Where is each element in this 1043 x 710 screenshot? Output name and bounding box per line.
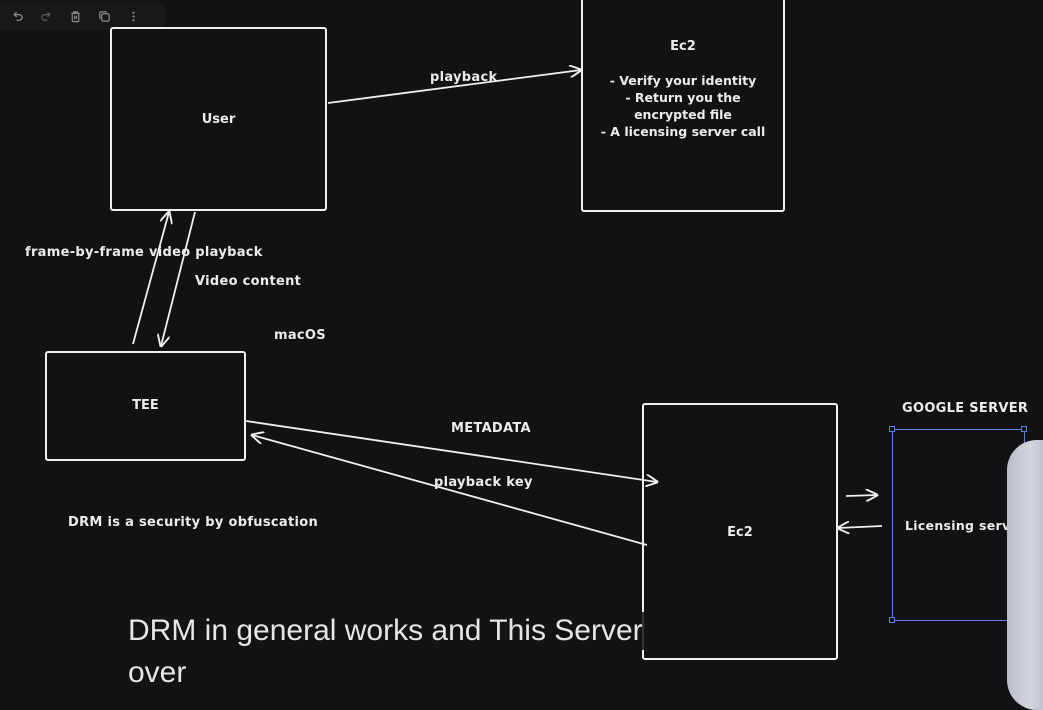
selection-handle[interactable] — [889, 426, 895, 432]
ec2-top-node[interactable]: Ec2 - Verify your identity - Return you … — [581, 0, 785, 212]
caption-line-2: over — [120, 654, 195, 692]
video-content-label: Video content — [195, 274, 302, 289]
google-server-label: GOOGLE SERVER — [902, 401, 1029, 416]
webcam-overlay — [1007, 440, 1043, 710]
licensing-server-label: Licensing serve — [905, 518, 1020, 533]
ec2-top-title: Ec2 — [670, 39, 696, 54]
selection-handle[interactable] — [889, 617, 895, 623]
arrow-tee-to-user[interactable] — [132, 212, 169, 345]
drm-note-label: DRM is a security by obfuscation — [68, 515, 319, 530]
ec2-top-line: - Return you the encrypted file — [625, 90, 741, 122]
playback-label: playback — [430, 70, 498, 85]
duplicate-icon[interactable] — [95, 7, 114, 26]
arrow-licensing-to-ec2[interactable] — [838, 526, 883, 528]
ec2-top-line: - A licensing server call — [600, 124, 766, 139]
trash-icon[interactable] — [66, 7, 85, 26]
more-icon[interactable] — [124, 7, 143, 26]
macos-label: macOS — [274, 328, 326, 343]
metadata-label: METADATA — [451, 421, 531, 436]
user-node[interactable]: User — [110, 27, 327, 211]
ec2-bottom-node[interactable]: Ec2 — [642, 403, 838, 660]
tee-label: TEE — [132, 398, 159, 413]
canvas-toolbar — [0, 3, 165, 30]
arrow-user-to-tee[interactable] — [161, 211, 196, 346]
user-label: User — [201, 112, 236, 127]
undo-icon[interactable] — [8, 7, 27, 26]
caption-line-1: DRM in general works and This Server — [120, 612, 651, 650]
selection-handle[interactable] — [1021, 426, 1027, 432]
ec2-top-description: - Verify your identity - Return you the … — [589, 72, 777, 140]
arrow-ec2-to-licensing[interactable] — [845, 495, 877, 496]
playback-key-label: playback key — [434, 475, 533, 490]
frame-by-frame-label: frame-by-frame video playback — [25, 245, 263, 260]
redo-icon[interactable] — [37, 7, 56, 26]
licensing-server-node[interactable]: Licensing serve — [892, 429, 1025, 621]
ec2-top-line: - Verify your identity — [609, 73, 757, 88]
tee-node[interactable]: TEE — [45, 351, 246, 461]
ec2-bottom-label: Ec2 — [727, 525, 753, 540]
